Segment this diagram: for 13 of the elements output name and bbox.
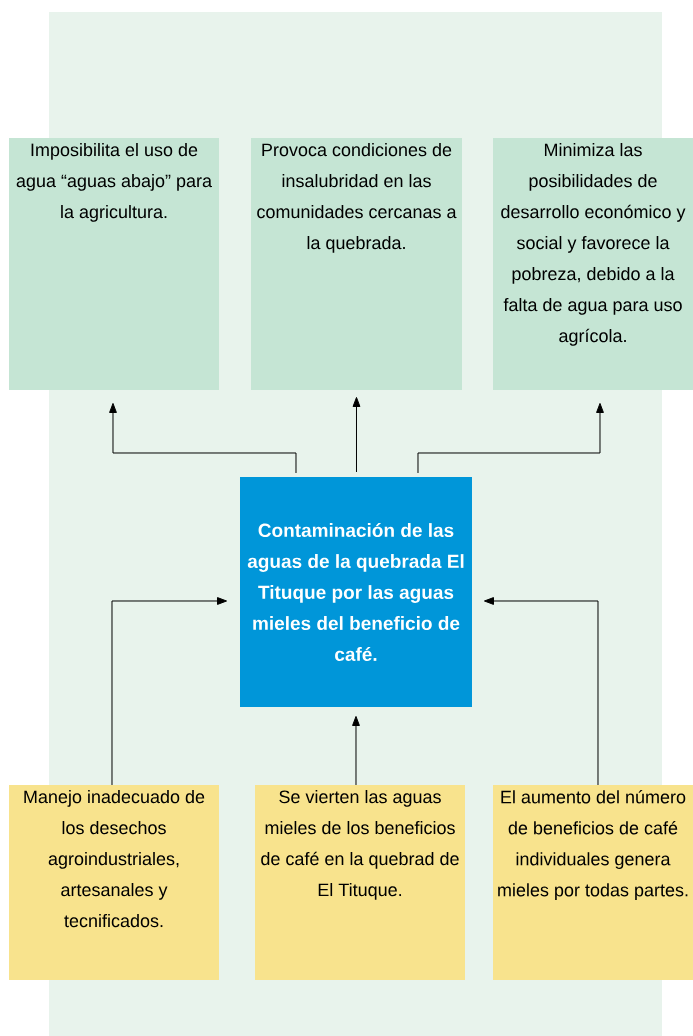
effect-box: Imposibilita el uso de agua “aguas abajo” para la agricultura.: [9, 138, 219, 390]
arrow: [109, 402, 297, 474]
effect-box: Minimiza las posibilidades de desarrollo económico y social y favorece la pobreza, debido a la falta de agua para uso agrícola.: [493, 138, 693, 390]
arrow: [352, 396, 361, 473]
arrow: [111, 597, 228, 786]
cause-box: Se vierten las aguas mieles de los beneficios de café en la quebrad de El Tituque.: [255, 785, 465, 980]
arrow: [483, 597, 599, 786]
arrow: [352, 715, 360, 786]
cause-box: Manejo inadecuado de los desechos agroindustriales, artesanales y tecnificados.: [9, 785, 219, 980]
problem-box: Contaminación de las aguas de la quebrada El Tituque por las aguas mieles del beneficio de café.: [240, 477, 472, 707]
arrow: [417, 402, 604, 474]
effect-box: Provoca condiciones de insalubridad en las comunidades cercanas a la quebrada.: [251, 138, 462, 390]
cause-box: El aumento del número de beneficios de café individuales genera mieles por todas partes.: [493, 785, 693, 980]
